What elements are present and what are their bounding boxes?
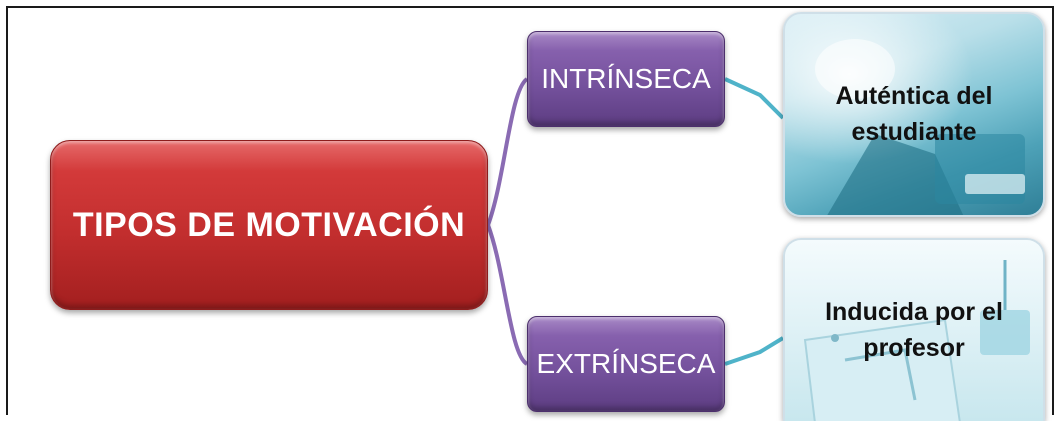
root-node: TIPOS DE MOTIVACIÓN	[50, 140, 488, 310]
branch-node-label: EXTRÍNSECA	[536, 348, 716, 379]
branch-node-intrinseca: INTRÍNSECA	[527, 31, 725, 127]
detail-node-intrinseca: Auténtica del estudiante	[783, 12, 1045, 217]
connector-extrinseca-to-detail	[724, 336, 785, 366]
branch-node-label: INTRÍNSECA	[541, 63, 711, 94]
detail-node-label: Auténtica del estudiante	[835, 82, 993, 146]
connector-root-to-extrinseca	[486, 224, 529, 366]
connector-intrinseca-to-detail	[724, 77, 785, 120]
root-node-label: TIPOS DE MOTIVACIÓN	[72, 205, 466, 244]
photo-illustration	[815, 39, 1025, 215]
branch-node-extrinseca: EXTRÍNSECA	[527, 316, 725, 412]
detail-node-label: Inducida por el profesor	[825, 298, 1003, 362]
connector-root-to-intrinseca	[486, 77, 529, 226]
detail-node-extrinseca: Inducida por el profesor	[783, 238, 1045, 421]
diagram-frame	[6, 6, 1054, 415]
gift-illustration	[803, 260, 1030, 421]
